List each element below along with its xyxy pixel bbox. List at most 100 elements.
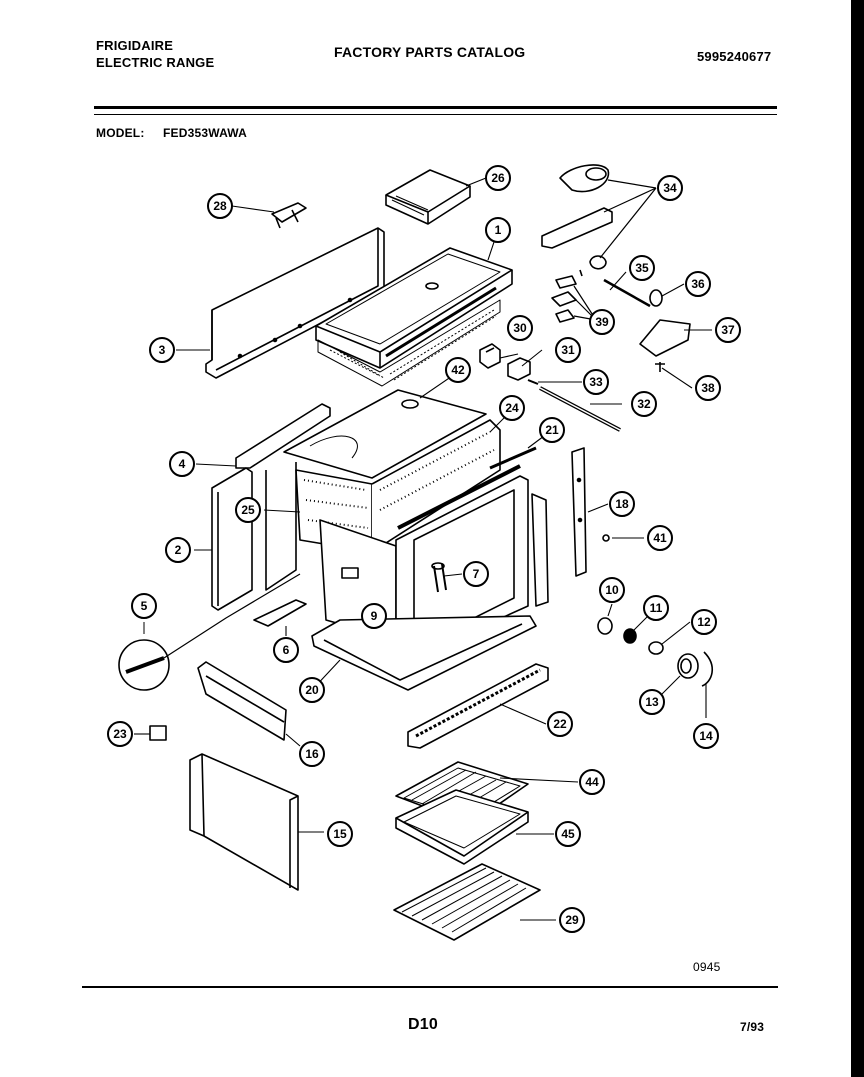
part-11-knob: [623, 628, 637, 644]
callout-33: 33: [583, 369, 609, 395]
callout-18: 18: [609, 491, 635, 517]
callout-9: 9: [361, 603, 387, 629]
callout-26: 26: [485, 165, 511, 191]
callout-41: 41: [647, 525, 673, 551]
part-3-back-panel: [205, 227, 385, 379]
svg-text:2: 2: [175, 543, 182, 557]
product-type: ELECTRIC RANGE: [96, 55, 215, 70]
callout-22: 22: [547, 711, 573, 737]
svg-text:25: 25: [241, 503, 255, 517]
part-26-control-box: [385, 169, 471, 225]
catalog-number: 5995240677: [697, 49, 772, 64]
callout-2: 2: [165, 537, 191, 563]
part-6-bracket: [253, 599, 307, 627]
svg-text:31: 31: [561, 343, 575, 357]
part-30-clip: [479, 343, 501, 369]
callout-3: 3: [149, 337, 175, 363]
part-39-hinge-set: [551, 275, 597, 323]
svg-text:1: 1: [495, 223, 502, 237]
callout-14: 14: [693, 723, 719, 749]
catalog-title: FACTORY PARTS CATALOG: [334, 44, 526, 60]
leader-lines: [134, 177, 712, 921]
part-cooktop-underside: [317, 299, 501, 387]
svg-text:24: 24: [505, 401, 519, 415]
svg-text:21: 21: [545, 423, 559, 437]
svg-text:34: 34: [663, 181, 677, 195]
part-45-pan: [395, 789, 529, 865]
part-32-rod: [539, 386, 621, 432]
callout-29: 29: [559, 907, 585, 933]
header-rule-thin: [94, 114, 777, 115]
part-37-bracket: [639, 319, 691, 357]
svg-text:38: 38: [701, 381, 715, 395]
part-5-cord-assembly: [118, 573, 301, 691]
model-label: MODEL:: [96, 126, 145, 140]
callout-16: 16: [299, 741, 325, 767]
svg-text:13: 13: [645, 695, 659, 709]
part-29-oven-rack: [393, 863, 541, 941]
part-33-spring: [527, 379, 539, 385]
callout-6: 6: [273, 637, 299, 663]
callout-7: 7: [463, 561, 489, 587]
svg-text:33: 33: [589, 375, 603, 389]
svg-text:16: 16: [305, 747, 319, 761]
callout-45: 45: [555, 821, 581, 847]
svg-text:12: 12: [697, 615, 711, 629]
diagram-code: 0945: [693, 960, 721, 974]
svg-text:18: 18: [615, 497, 629, 511]
part-41-screw: [602, 534, 610, 542]
part-4-side-panel: [235, 403, 331, 591]
svg-text:36: 36: [691, 277, 705, 291]
part-13-ring: [677, 653, 699, 679]
brand-name: FRIGIDAIRE: [96, 38, 174, 53]
svg-text:20: 20: [305, 683, 319, 697]
svg-text:39: 39: [595, 315, 609, 329]
svg-text:9: 9: [371, 609, 378, 623]
callout-37: 37: [715, 317, 741, 343]
callout-15: 15: [327, 821, 353, 847]
part-34-assembly: [541, 164, 657, 277]
callout-44: 44: [579, 769, 605, 795]
callout-5: 5: [131, 593, 157, 619]
callout-36: 36: [685, 271, 711, 297]
callout-4: 4: [169, 451, 195, 477]
svg-text:23: 23: [113, 727, 127, 741]
part-12-socket: [648, 641, 664, 655]
part-22-vent: [407, 663, 549, 749]
svg-text:45: 45: [561, 827, 575, 841]
header-rule-thick: [94, 106, 777, 109]
svg-text:44: 44: [585, 775, 599, 789]
page-label: D10: [408, 1016, 438, 1033]
callout-31: 31: [555, 337, 581, 363]
part-31-block: [507, 357, 531, 381]
part-14-wire: [701, 651, 713, 687]
svg-text:14: 14: [699, 729, 713, 743]
svg-text:22: 22: [553, 717, 567, 731]
part-10-knob: [597, 617, 613, 635]
callout-23: 23: [107, 721, 133, 747]
callout-34: 34: [657, 175, 683, 201]
svg-text:6: 6: [283, 643, 290, 657]
svg-text:29: 29: [565, 913, 579, 927]
callout-1: 1: [485, 217, 511, 243]
callout-39: 39: [589, 309, 615, 335]
part-15-door: [189, 753, 299, 891]
svg-text:11: 11: [650, 601, 663, 615]
svg-text:35: 35: [635, 261, 649, 275]
callout-13: 13: [639, 689, 665, 715]
svg-text:7: 7: [473, 567, 480, 581]
svg-text:41: 41: [653, 531, 667, 545]
callout-35: 35: [629, 255, 655, 281]
svg-text:30: 30: [513, 321, 527, 335]
svg-text:10: 10: [605, 583, 619, 597]
part-16-panel: [197, 661, 287, 741]
part-24-insulation: [295, 419, 501, 553]
revision-date: 7/93: [740, 1020, 765, 1034]
callout-32: 32: [631, 391, 657, 417]
callout-21: 21: [539, 417, 565, 443]
callout-42: 42: [445, 357, 471, 383]
svg-text:3: 3: [159, 343, 166, 357]
part-36-knob: [649, 289, 663, 307]
